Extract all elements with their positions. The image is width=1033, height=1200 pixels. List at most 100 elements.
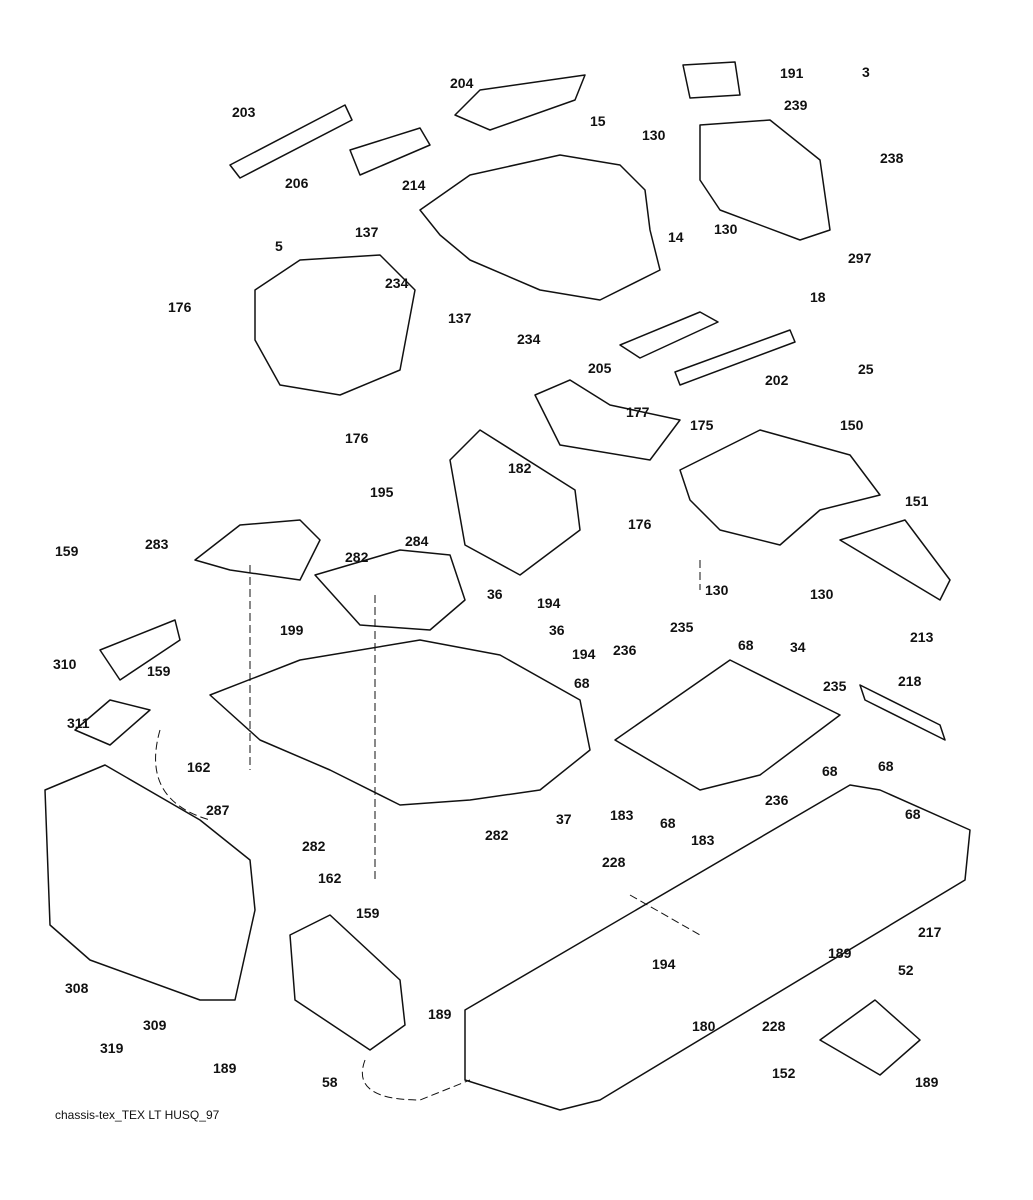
part-150 [679,429,881,546]
callout-label: 234 [517,331,541,347]
callout-label: 283 [145,536,169,552]
callout-label: 194 [537,595,561,611]
part-152 [819,999,921,1076]
callout-label: 159 [55,543,79,559]
callout-label: 205 [588,360,612,376]
callout-label: 36 [549,622,565,638]
callout-label: 234 [385,275,409,291]
part-fender-37 [209,639,591,806]
callout-label: 177 [626,404,650,420]
callout-label: 183 [691,832,715,848]
callout-label: 236 [765,792,789,808]
part-plate-34 [614,659,841,791]
callout-label: 218 [898,673,922,689]
callout-label: 309 [143,1017,167,1033]
hidden-line [155,729,211,821]
callout-label: 68 [574,675,590,691]
part-175 [534,379,681,461]
callout-label: 217 [918,924,942,940]
callout-label: 319 [100,1040,124,1056]
callout-label: 214 [402,177,426,193]
callout-label: 159 [147,663,171,679]
part-dash [254,254,416,396]
callout-label: 199 [280,622,304,638]
callout-label: 189 [213,1060,237,1076]
part-202 [674,329,796,386]
callout-label: 287 [206,802,230,818]
drawing-caption: chassis-tex_TEX LT HUSQ_97 [55,1108,220,1122]
callout-label: 213 [910,629,934,645]
callout-label: 176 [168,299,192,315]
callout-label: 137 [355,224,379,240]
callout-label: 3 [862,64,870,80]
callout-label: 14 [668,229,684,245]
callout-label: 282 [345,549,369,565]
callout-label: 194 [572,646,596,662]
callout-label: 159 [356,905,380,921]
callout-label: 189 [915,1074,939,1090]
callout-label: 151 [905,493,929,509]
callout-label: 194 [652,956,676,972]
callout-label: 282 [485,827,509,843]
callout-label: 162 [187,759,211,775]
callout-label: 130 [642,127,666,143]
callout-label: 202 [765,372,789,388]
callout-label: 68 [822,763,838,779]
callout-label: 204 [450,75,474,91]
callout-label: 235 [823,678,847,694]
callout-label: 68 [905,806,921,822]
part-284 [314,549,466,631]
callout-label: 180 [692,1018,716,1034]
callout-label: 130 [705,582,729,598]
callout-label: 176 [628,516,652,532]
callout-label: 284 [405,533,429,549]
callout-label: 162 [318,870,342,886]
part-rail-203 [229,104,353,179]
callout-label: 175 [690,417,714,433]
callout-label: 58 [322,1074,338,1090]
callout-label: 150 [840,417,864,433]
callout-label: 68 [738,637,754,653]
callout-label: 68 [878,758,894,774]
callout-label: 308 [65,980,89,996]
part-206 [349,127,431,176]
part-310 [99,619,181,681]
callout-label: 311 [67,715,90,731]
callout-label: 189 [828,945,852,961]
part-311 [74,699,151,746]
callout-label: 236 [613,642,637,658]
callout-label: 195 [370,484,394,500]
callout-label: 238 [880,150,904,166]
callout-label: 189 [428,1006,452,1022]
callout-label: 36 [487,586,503,602]
callout-label: 183 [610,807,634,823]
callout-label: 152 [772,1065,796,1081]
part-lens [682,61,741,99]
hidden-line [629,894,701,936]
callout-label: 37 [556,811,572,827]
part-205 [619,311,719,359]
callout-label: 191 [780,65,804,81]
part-front-309 [44,764,256,1001]
callout-label: 68 [660,815,676,831]
callout-label: 235 [670,619,694,635]
part-frame-180 [464,784,971,1111]
callout-label: 5 [275,238,283,254]
callout-label: 52 [898,962,914,978]
callout-label: 239 [784,97,808,113]
hidden-line [361,1059,471,1101]
callout-label: 25 [858,361,874,377]
callout-label: 310 [53,656,77,672]
part-vent-top [454,74,586,131]
part-182 [449,429,581,576]
callout-label: 297 [848,250,872,266]
part-bracket-58 [289,914,406,1051]
part-151 [839,519,951,601]
callout-label: 228 [602,854,626,870]
callout-label: 15 [590,113,606,129]
callout-label: 182 [508,460,532,476]
callout-label: 203 [232,104,256,120]
part-283 [194,519,321,581]
callout-label: 137 [448,310,472,326]
